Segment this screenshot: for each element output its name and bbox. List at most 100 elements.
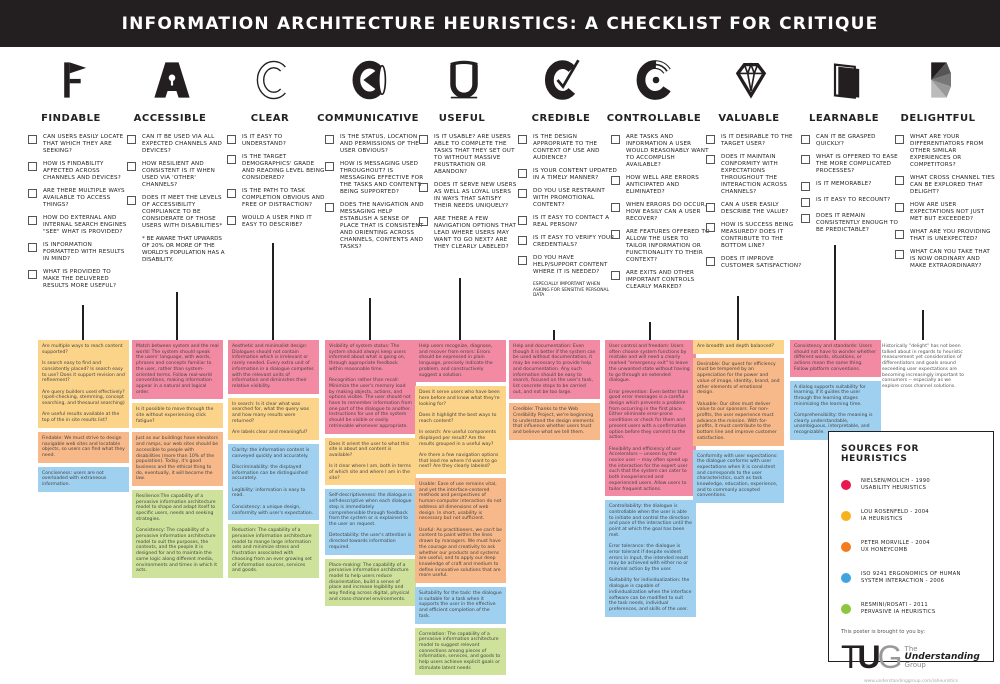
checklist-item[interactable]: Does it serve new users as well as loyal… [419,182,519,210]
checklist-item[interactable]: Does it remain consistently enough to be… [801,213,901,234]
checkbox[interactable] [28,189,37,198]
checkbox[interactable] [895,250,904,259]
question-text: How well are errors anticipated and elim… [626,175,699,195]
checkbox[interactable] [518,216,527,225]
checkbox[interactable] [419,135,428,144]
checklist-item[interactable]: Does it meet the levels of accessibility… [127,195,227,230]
checklist-item[interactable]: Are features offered to allow the user t… [611,229,711,264]
checklist-item[interactable]: Is the target demographics' grade and re… [227,154,327,182]
checklist-item[interactable]: How is messaging used throughout? Is mes… [325,161,425,196]
checklist-item[interactable]: What is offered to ease the more complic… [801,154,901,175]
checklist-item[interactable]: Would a user find it easy to describe? [227,215,327,229]
checkbox[interactable] [706,135,715,144]
logo-line-2: Understanding [904,652,980,662]
checklist-item[interactable]: What is provided to make the delivered r… [28,269,128,290]
checklist-item[interactable]: How resilient and consistent is it when … [127,161,227,189]
question-text: What cross channel ties can be explored … [910,175,995,195]
checkbox[interactable] [518,256,527,265]
checklist-item[interactable]: Can a user easily describe the value? [706,202,806,216]
checkbox[interactable] [801,155,810,164]
checklist-item[interactable]: How well are errors anticipated and elim… [611,175,711,196]
checklist-item[interactable]: What are you providing that is unexpecte… [895,229,995,243]
checkbox[interactable] [611,230,620,239]
checklist-item[interactable]: Does it improve customer satisfaction? [706,256,806,270]
checkbox[interactable] [706,203,715,212]
checkbox[interactable] [801,135,810,144]
checkbox[interactable] [611,176,620,185]
checklist-item[interactable]: Do you use restraint with promotional co… [518,188,618,209]
checklist-item[interactable]: Is the path to task completion obvious a… [227,188,327,209]
question-text: What are you providing that is unexpecte… [910,229,991,242]
checklist-item[interactable]: Does the navigation and messaging help e… [325,202,425,251]
checklist-item[interactable]: Is it memorable? [801,181,901,191]
checklist-item[interactable]: Is it usable? Are users able to complete… [419,134,519,176]
checkbox[interactable] [611,203,620,212]
checkbox[interactable] [419,183,428,192]
checkbox[interactable] [518,189,527,198]
checkbox[interactable] [227,216,236,225]
checklist-item[interactable]: Can it be used via all expected channels… [127,134,227,155]
checklist-item[interactable]: Does it maintain conformity with expecta… [706,154,806,196]
checkbox[interactable] [801,182,810,191]
checkbox[interactable] [325,162,334,171]
checkbox[interactable] [895,203,904,212]
checkbox[interactable] [611,135,620,144]
checkbox[interactable] [895,135,904,144]
checklist-item[interactable]: Are there multiple ways available to acc… [28,188,128,209]
checklist-item[interactable]: Is it easy to recount? [801,197,901,207]
checklist-item[interactable]: Is it desirable to the target user? [706,134,806,148]
checkbox[interactable] [518,135,527,144]
heuristic-card: Suitability for the task: the dialogue i… [415,587,506,624]
checkbox[interactable] [28,243,37,252]
checklist-item[interactable]: When errors do occur, how easily can a u… [611,202,711,223]
question-text: Is it easy to contact a real person? [533,215,610,228]
checkbox[interactable] [895,176,904,185]
checklist-item[interactable]: Are there a few navigation options that … [419,216,519,251]
checkbox[interactable] [127,162,136,171]
checkbox[interactable] [227,135,236,144]
checklist-item[interactable]: Is the status, location and permissions … [325,134,425,155]
checklist-item[interactable]: Is information formatted with results in… [28,242,128,263]
checklist-item[interactable]: Is the design appropriate to the context… [518,134,618,162]
checklist-item[interactable]: What can you take that is now ordinary a… [895,249,995,270]
checkbox[interactable] [895,230,904,239]
checklist-item[interactable]: How are user expectations not just met b… [895,202,995,223]
checkbox[interactable] [801,214,810,223]
checkbox[interactable] [127,196,136,205]
heuristic-card: Usable: Ease of use remains vital, and y… [415,478,506,584]
checkbox[interactable] [127,135,136,144]
checklist-item[interactable]: Is it easy to understand? [227,134,327,148]
checklist-item[interactable]: Can it be grasped quickly? [801,134,901,148]
checkbox[interactable] [706,223,715,232]
checkbox[interactable] [28,270,37,279]
checklist-item[interactable]: What cross channel ties can be explored … [895,175,995,196]
checkbox[interactable] [706,155,715,164]
checkbox[interactable] [518,169,527,178]
checkbox[interactable] [227,189,236,198]
checkbox[interactable] [518,236,527,245]
checklist-item[interactable]: Is it easy to contact a real person? [518,215,618,229]
checkbox[interactable] [801,198,810,207]
checkbox[interactable] [325,135,334,144]
checklist-item[interactable]: How do external and internal search engi… [28,215,128,236]
checkbox[interactable] [28,216,37,225]
connector-line [459,278,461,340]
checklist-item[interactable]: Do you have help/support content where i… [518,255,618,276]
checkbox[interactable] [325,203,334,212]
checklist-item[interactable]: Can users easily locate that which they … [28,134,128,155]
checkbox[interactable] [419,217,428,226]
checklist-item[interactable]: How is findability affected across chann… [28,161,128,182]
website-link[interactable]: www.understandinggroup.com/iaheuristics [864,679,958,684]
checkbox[interactable] [28,162,37,171]
checkbox[interactable] [611,271,620,280]
checkbox[interactable] [227,155,236,164]
checklist-item[interactable]: Are exits and other important controls c… [611,270,711,291]
checkbox[interactable] [706,257,715,266]
checklist-item[interactable]: How is success being measured? Does it c… [706,222,806,250]
checkbox[interactable] [28,135,37,144]
column-title: Credible [531,113,591,124]
checklist-item[interactable]: Are tasks and information a user would r… [611,134,711,169]
